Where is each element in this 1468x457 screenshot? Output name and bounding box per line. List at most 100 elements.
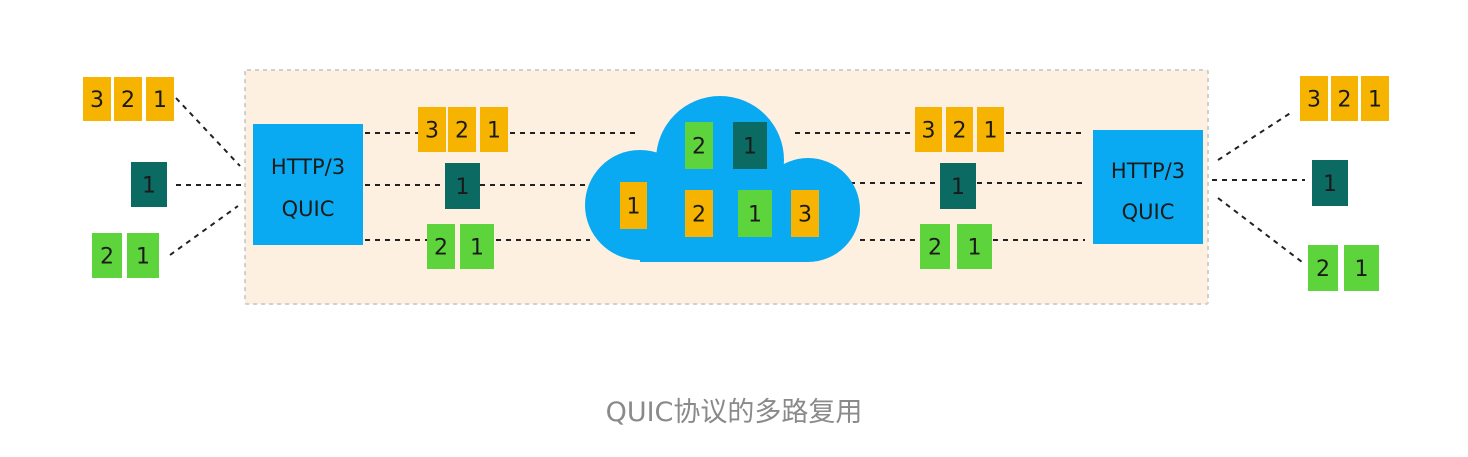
packet-label: 1 bbox=[487, 119, 501, 144]
packet-label: 3 bbox=[798, 203, 812, 228]
packet-teal-1: 1 bbox=[733, 122, 767, 169]
packet-box bbox=[946, 107, 973, 152]
packet-label: 2 bbox=[455, 119, 469, 144]
packet-yellow-3: 3 bbox=[791, 190, 819, 237]
packet-box bbox=[1344, 245, 1379, 291]
packet-box bbox=[685, 122, 713, 169]
packet-green-1: 1 bbox=[738, 190, 772, 237]
packet-box bbox=[445, 163, 480, 209]
packet-box bbox=[146, 77, 174, 121]
packet-label: 1 bbox=[1355, 257, 1369, 282]
packet-label: 1 bbox=[153, 88, 167, 113]
packet-box bbox=[915, 107, 942, 152]
right-endpoint: HTTP/3 QUIC bbox=[1093, 130, 1203, 244]
packet-box bbox=[957, 224, 992, 269]
packet-label: 1 bbox=[627, 195, 641, 220]
packet-label: 1 bbox=[136, 245, 150, 270]
packet-yellow-3: 3 bbox=[418, 107, 446, 152]
packet-label: 2 bbox=[928, 236, 942, 261]
packet-teal-1: 1 bbox=[1312, 160, 1348, 206]
packet-box bbox=[685, 190, 713, 237]
packet-box bbox=[1312, 160, 1348, 206]
packet-box bbox=[733, 122, 767, 169]
packet-yellow-1: 1 bbox=[620, 182, 647, 229]
packet-box bbox=[738, 190, 772, 237]
packet-box bbox=[977, 107, 1004, 152]
packet-label: 1 bbox=[456, 175, 470, 200]
right-endpoint-line2: QUIC bbox=[1122, 200, 1175, 224]
connection-lines bbox=[169, 97, 1305, 263]
packet-label: 2 bbox=[1338, 88, 1352, 113]
packet-label: 2 bbox=[434, 236, 448, 261]
packet-box bbox=[1300, 76, 1328, 121]
packet-yellow-3: 3 bbox=[1300, 76, 1328, 121]
packet-label: 1 bbox=[1368, 88, 1382, 113]
packet-box bbox=[427, 224, 455, 269]
packet-label: 1 bbox=[968, 236, 982, 261]
packet-yellow-1: 1 bbox=[977, 107, 1004, 152]
packet-green-1: 1 bbox=[957, 224, 992, 269]
packet-yellow-3: 3 bbox=[915, 107, 942, 152]
packet-label: 3 bbox=[90, 88, 104, 113]
packet-teal-1: 1 bbox=[131, 162, 167, 207]
packet-teal-1: 1 bbox=[445, 163, 480, 209]
diagram-caption: QUIC协议的多路复用 bbox=[605, 397, 863, 428]
packet-yellow-2: 2 bbox=[448, 107, 476, 152]
packet-box bbox=[480, 107, 508, 152]
left-endpoint-line1: HTTP/3 bbox=[271, 155, 345, 179]
packet-box bbox=[940, 163, 976, 209]
line-right-out-top bbox=[1217, 111, 1293, 161]
packet-box bbox=[131, 162, 167, 207]
packet-label: 3 bbox=[922, 119, 936, 144]
packet-box bbox=[83, 77, 111, 121]
right-endpoint-box bbox=[1093, 130, 1203, 244]
packet-box bbox=[1331, 76, 1358, 121]
packet-green-2: 2 bbox=[920, 224, 950, 269]
packet-label: 2 bbox=[1316, 257, 1330, 282]
packet-teal-1: 1 bbox=[940, 163, 976, 209]
line-right-out-bottom bbox=[1217, 197, 1303, 263]
packet-box bbox=[1308, 245, 1338, 291]
packet-green-2: 2 bbox=[685, 122, 713, 169]
packet-green-2: 2 bbox=[1308, 245, 1338, 291]
packet-green-1: 1 bbox=[460, 224, 494, 269]
packet-box bbox=[460, 224, 494, 269]
packet-label: 1 bbox=[748, 203, 762, 228]
packet-yellow-1: 1 bbox=[480, 107, 508, 152]
right-endpoint-line1: HTTP/3 bbox=[1111, 159, 1185, 183]
packet-label: 1 bbox=[142, 174, 156, 199]
packet-label: 1 bbox=[743, 135, 757, 160]
packet-box bbox=[620, 182, 647, 229]
packet-label: 1 bbox=[984, 119, 998, 144]
packet-box bbox=[1361, 76, 1389, 121]
packet-label: 2 bbox=[100, 245, 114, 270]
packet-box bbox=[114, 77, 142, 121]
packet-box bbox=[448, 107, 476, 152]
packet-green-1: 1 bbox=[1344, 245, 1379, 291]
packet-yellow-1: 1 bbox=[146, 77, 174, 121]
packet-label: 1 bbox=[1323, 172, 1337, 197]
packet-label: 1 bbox=[951, 175, 965, 200]
packet-yellow-2: 2 bbox=[1331, 76, 1358, 121]
packet-green-1: 1 bbox=[127, 233, 159, 278]
packet-label: 2 bbox=[692, 203, 706, 228]
packet-yellow-1: 1 bbox=[1361, 76, 1389, 121]
left-endpoint-box bbox=[253, 124, 363, 245]
packet-yellow-2: 2 bbox=[946, 107, 973, 152]
packet-green-2: 2 bbox=[427, 224, 455, 269]
packet-box bbox=[92, 233, 122, 278]
packet-box bbox=[920, 224, 950, 269]
packet-yellow-3: 3 bbox=[83, 77, 111, 121]
left-endpoint: HTTP/3 QUIC bbox=[253, 124, 363, 245]
packet-yellow-2: 2 bbox=[114, 77, 142, 121]
packet-box bbox=[791, 190, 819, 237]
line-left-in-bottom bbox=[169, 205, 239, 256]
left-endpoint-line2: QUIC bbox=[282, 197, 335, 221]
packet-label: 2 bbox=[953, 119, 967, 144]
packet-label: 2 bbox=[692, 135, 706, 160]
packet-label: 1 bbox=[470, 236, 484, 261]
packet-label: 3 bbox=[1307, 88, 1321, 113]
packet-green-2: 2 bbox=[92, 233, 122, 278]
